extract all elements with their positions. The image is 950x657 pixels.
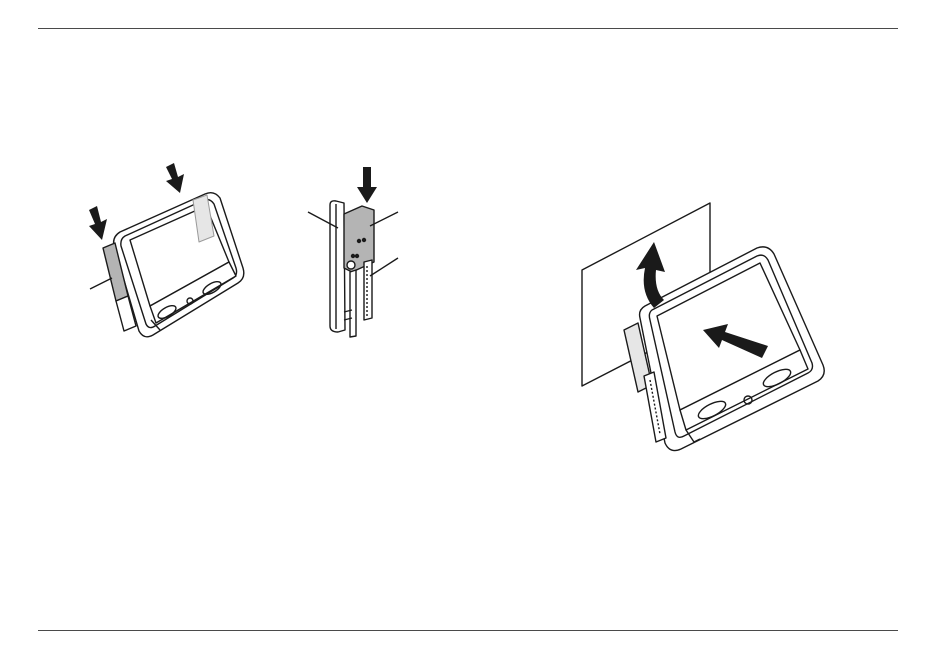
step-1-illustration — [90, 193, 244, 337]
step-3-illustration — [582, 203, 824, 451]
step-2-post — [350, 270, 356, 337]
arrow-down-icon — [357, 167, 377, 203]
step-2-bracket-rivet — [363, 239, 366, 242]
step-2-rail — [364, 260, 372, 320]
step-2-bracket-rivet — [358, 240, 361, 243]
step-2-bracket-rivet — [352, 255, 355, 258]
step-1-callout — [90, 278, 112, 289]
step-2-bracket-rivet — [356, 255, 359, 258]
step-2-arrows — [357, 167, 377, 203]
step-2-device-side — [330, 201, 345, 332]
step-2-bracket-hole — [347, 261, 355, 269]
arrow-down-icon — [89, 206, 107, 240]
arrow-down-icon — [166, 163, 184, 193]
step-2-illustration — [308, 201, 398, 337]
